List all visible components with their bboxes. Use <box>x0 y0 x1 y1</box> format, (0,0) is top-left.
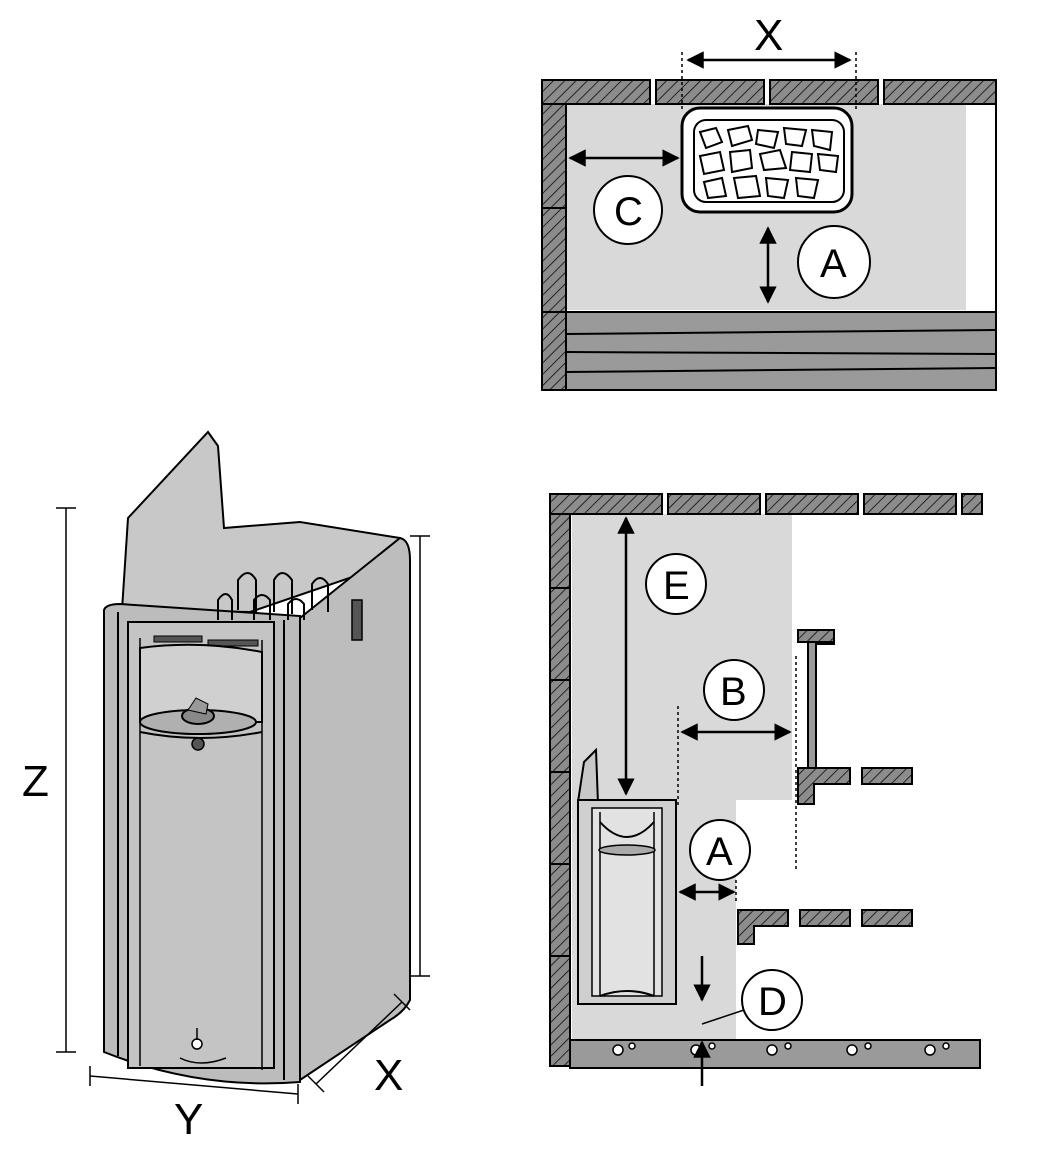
label-c: C <box>614 190 643 234</box>
top-view-diagram: X C A <box>541 11 997 391</box>
label-d: D <box>758 980 787 1024</box>
label-b: B <box>720 670 747 714</box>
side-view-diagram: E B A D <box>549 493 983 1086</box>
label-e: E <box>663 564 690 608</box>
heater-perspective-view: Z Y X <box>22 430 430 1144</box>
label-z: Z <box>22 757 49 806</box>
label-a-side: A <box>706 830 733 874</box>
label-x-top: X <box>754 11 783 60</box>
label-a-top: A <box>820 242 847 286</box>
label-y: Y <box>174 1095 203 1144</box>
label-x-depth: X <box>374 1051 403 1100</box>
